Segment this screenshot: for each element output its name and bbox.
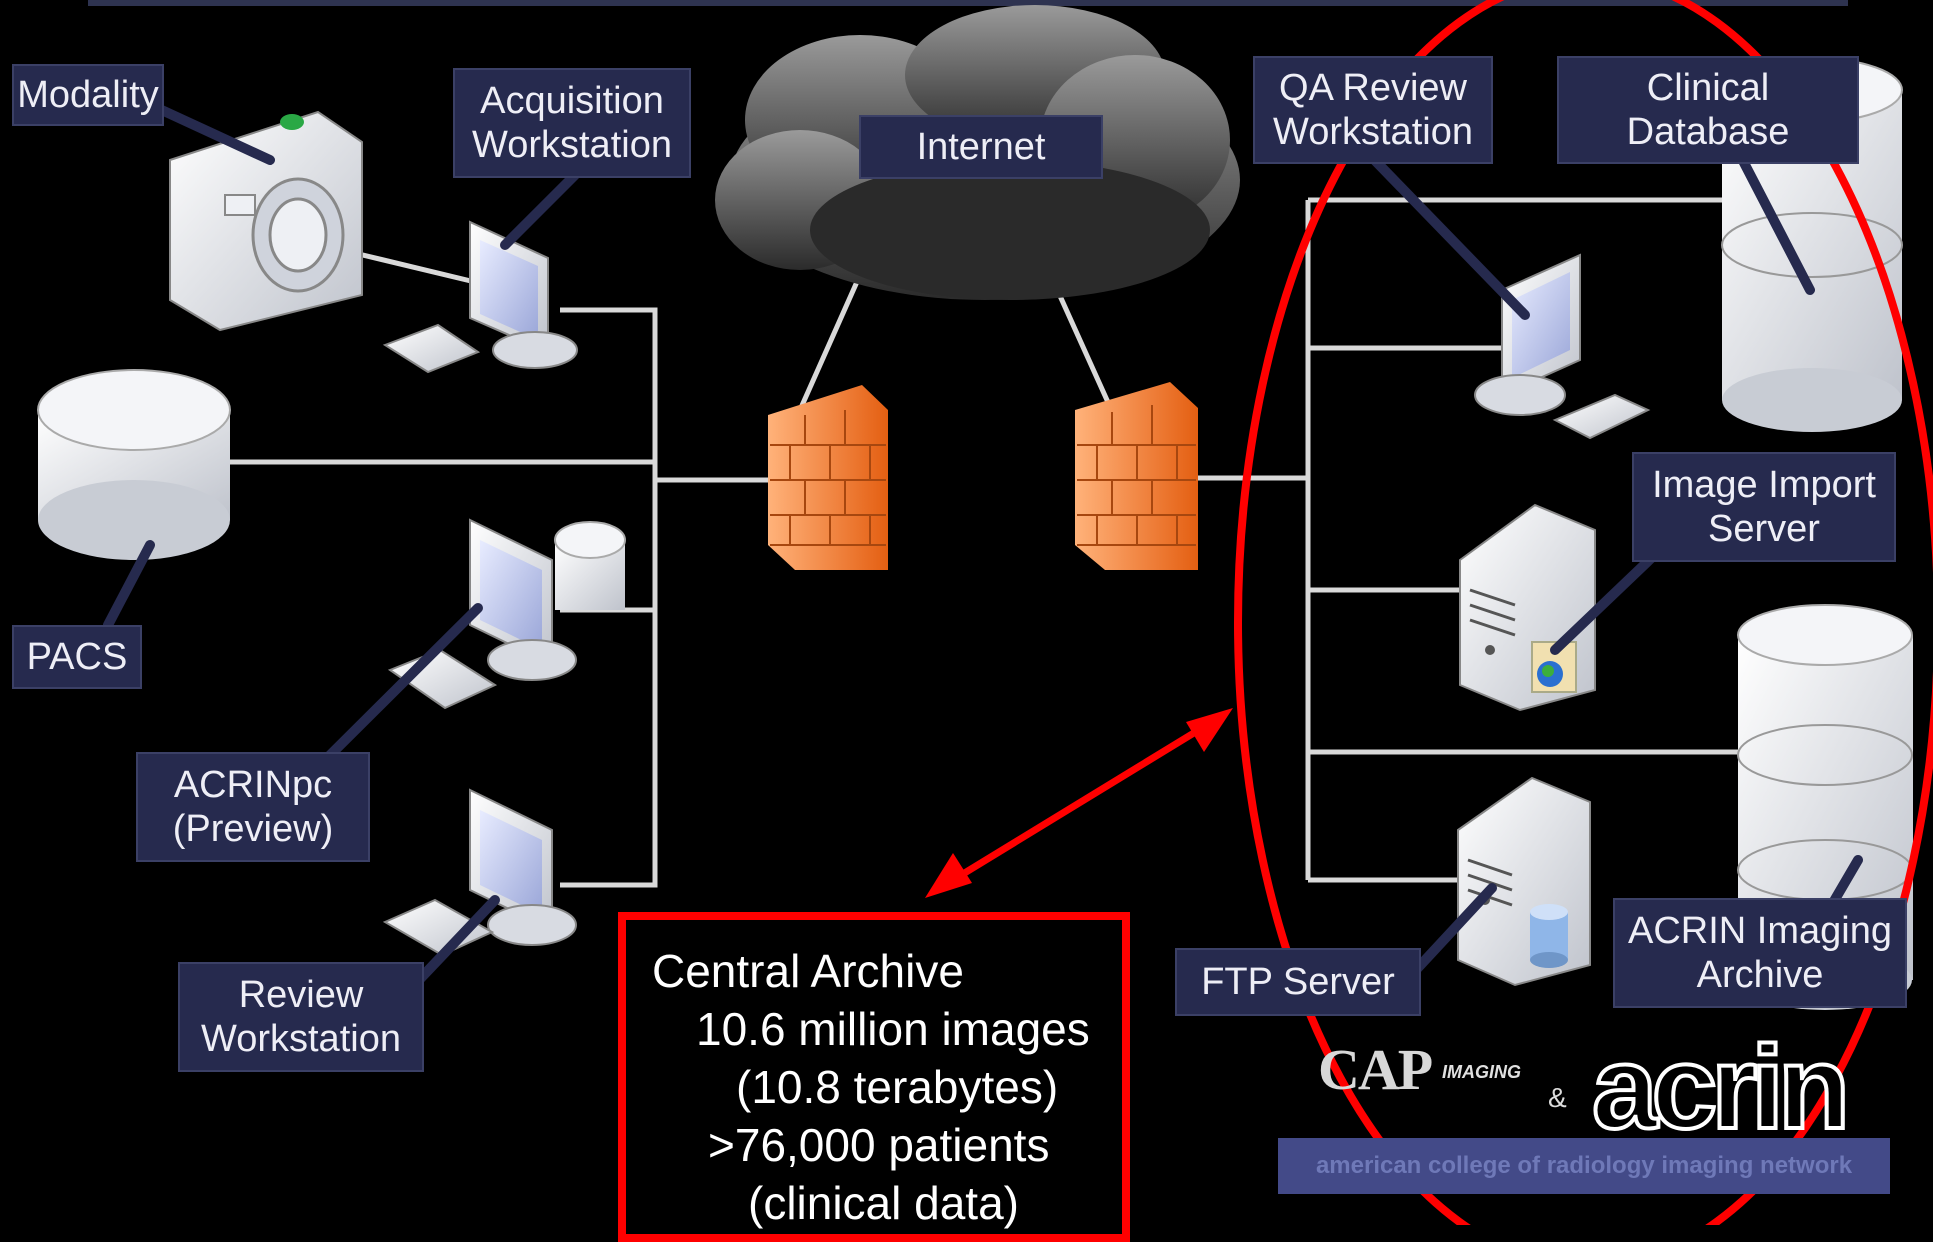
- double-arrow-icon: [925, 708, 1233, 898]
- camera-icon: [169, 110, 363, 332]
- label-acrinpc: ACRINpc (Preview): [136, 752, 370, 862]
- label-pacs: PACS: [12, 625, 142, 689]
- cap-logo: CAP: [1318, 1037, 1433, 1102]
- central-archive-images: 10.6 million images: [696, 1003, 1090, 1055]
- firewall-right-icon: [1075, 382, 1198, 570]
- firewall-left-icon: [768, 385, 888, 570]
- acquisition-computer-icon: [382, 220, 578, 374]
- label-acrin-imaging-archive: ACRIN Imaging Archive: [1613, 898, 1907, 1008]
- cap-imaging-logo: IMAGING: [1442, 1062, 1521, 1082]
- qa-computer-icon: [1474, 253, 1651, 440]
- central-archive-patients-note: (clinical data): [748, 1177, 1019, 1229]
- label-image-import-server: Image Import Server: [1632, 452, 1896, 562]
- label-qa-review-workstation: QA Review Workstation: [1253, 56, 1493, 164]
- acrin-logo: acrin: [1590, 1022, 1852, 1154]
- acrinpc-computer-icon: [387, 518, 626, 710]
- label-internet: Internet: [859, 115, 1103, 179]
- label-clinical-database: Clinical Database: [1557, 56, 1859, 164]
- import-server-icon: [1459, 503, 1596, 712]
- archive-highlight-ellipse: [1234, 0, 1933, 1225]
- central-archive-patients: >76,000 patients: [708, 1119, 1050, 1171]
- acrin-tagline: american college of radiology imaging ne…: [1278, 1138, 1890, 1194]
- label-review-workstation: Review Workstation: [178, 962, 424, 1072]
- central-archive-box: Central Archive 10.6 million images (10.…: [618, 912, 1130, 1242]
- central-archive-size: (10.8 terabytes): [736, 1061, 1059, 1113]
- label-modality: Modality: [12, 64, 164, 126]
- top-band: [88, 0, 1848, 6]
- central-archive-title: Central Archive: [652, 945, 964, 997]
- review-computer-icon: [382, 788, 577, 957]
- pacs-database-icon: [37, 369, 231, 560]
- ftp-server-icon: [1457, 776, 1591, 987]
- ampersand: &: [1548, 1082, 1567, 1113]
- label-ftp-server: FTP Server: [1175, 948, 1421, 1016]
- label-acquisition-workstation: Acquisition Workstation: [453, 68, 691, 178]
